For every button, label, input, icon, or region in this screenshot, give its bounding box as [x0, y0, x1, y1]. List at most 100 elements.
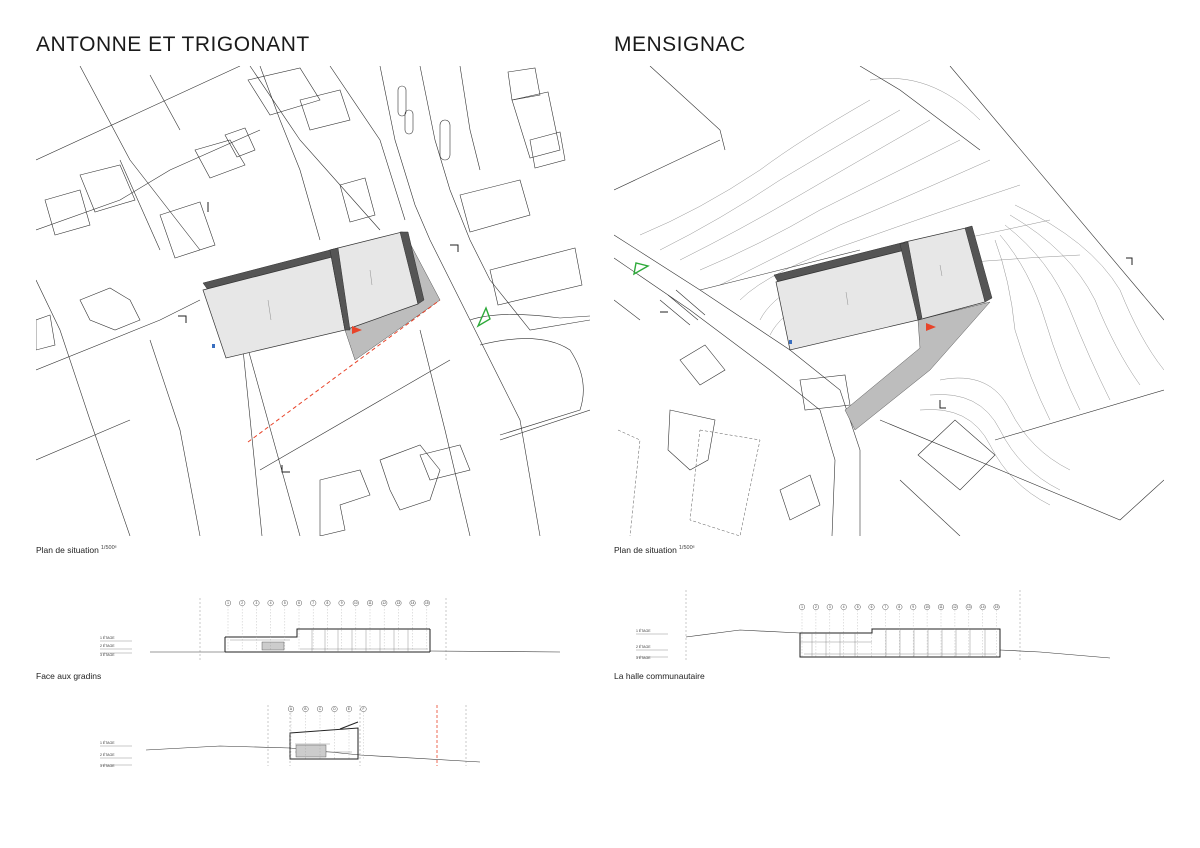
grid-right-label: 12: [953, 605, 957, 609]
grid-left-label: 8: [327, 601, 329, 605]
grid-left-label: 14: [411, 601, 415, 605]
svg-text:2 ÉTAGE: 2 ÉTAGE: [100, 643, 115, 648]
grid-section-label: B: [304, 707, 306, 711]
grid-left-marker: [381, 600, 388, 607]
grid-right-label: 11: [939, 605, 943, 609]
site-plan-antonne: [36, 66, 590, 536]
grid-left-marker: [352, 600, 359, 607]
grid-right-marker: [910, 604, 917, 611]
svg-text:1 ÉTAGE: 1 ÉTAGE: [100, 740, 115, 745]
caption-plan-left-text: Plan de situation: [36, 545, 99, 555]
grid-section-label: E: [348, 707, 350, 711]
grid-right-label: 5: [857, 605, 859, 609]
grid-left-marker: [253, 600, 260, 607]
grid-left-label: 6: [298, 601, 300, 605]
grid-section-marker: [346, 706, 353, 713]
svg-text:1 ÉTAGE: 1 ÉTAGE: [100, 635, 115, 640]
svg-text:3 ÉTAGE: 3 ÉTAGE: [636, 655, 651, 660]
grid-right-label: 14: [981, 605, 985, 609]
grid-right-label: 15: [995, 605, 999, 609]
grid-right-marker: [882, 604, 889, 611]
grid-section-label: D: [333, 707, 336, 711]
grid-left-marker: [338, 600, 345, 607]
grid-left-label: 7: [312, 601, 314, 605]
grid-right-label: 6: [871, 605, 873, 609]
north-arrow-icon: [476, 306, 491, 328]
grid-right-label: 4: [843, 605, 845, 609]
grid-left-label: 9: [341, 601, 343, 605]
grid-left-marker: [296, 600, 303, 607]
grid-right-marker: [951, 604, 958, 611]
grid-right-label: 10: [925, 605, 929, 609]
grid-right-label: 1: [801, 605, 803, 609]
caption-elevation-left: Face aux gradins: [36, 671, 102, 681]
title-antonne: ANTONNE ET TRIGONANT: [36, 33, 310, 56]
grid-right-marker: [924, 604, 931, 611]
title-mensignac: MENSIGNAC: [614, 33, 746, 56]
grid-left-label: 1: [227, 601, 229, 605]
grid-section-marker: [331, 706, 338, 713]
grid-section-label: C: [319, 707, 322, 711]
grid-right-label: 7: [885, 605, 887, 609]
grid-left-label: 5: [284, 601, 286, 605]
grid-left-marker: [239, 600, 246, 607]
grid-section-label: F: [363, 707, 365, 711]
grid-right-marker: [840, 604, 847, 611]
grid-section-marker: [302, 706, 309, 713]
grid-right-marker: [896, 604, 903, 611]
grid-right-marker: [938, 604, 945, 611]
grid-left-label: 2: [241, 601, 243, 605]
grid-left-marker: [324, 600, 331, 607]
grid-left-label: 4: [270, 601, 272, 605]
grid-right-marker: [979, 604, 986, 611]
main-hall-right: [775, 249, 919, 351]
grid-left-marker: [281, 600, 288, 607]
grid-section-marker: [360, 706, 367, 713]
svg-text:2 ÉTAGE: 2 ÉTAGE: [100, 752, 115, 757]
grid-left-marker: [395, 600, 402, 607]
site-plan-mensignac: [614, 66, 1164, 536]
grid-left-label: 15: [425, 601, 429, 605]
grid-section-label: A: [290, 707, 293, 711]
grid-left-label: 10: [354, 601, 358, 605]
section-left: 1 ÉTAGE 2 ÉTAGE 3 ÉTAGE A B C D E F: [100, 705, 481, 768]
north-arrow-icon-right: [633, 262, 650, 276]
grid-left-marker: [423, 600, 430, 607]
caption-plan-left-scale: 1/500ᵉ: [100, 545, 117, 551]
svg-text:3 ÉTAGE: 3 ÉTAGE: [100, 652, 115, 657]
grid-left-label: 11: [368, 601, 372, 605]
grid-right-marker: [854, 604, 861, 611]
caption-elevation-right: La halle communautaire: [614, 671, 705, 681]
grid-left-label: 12: [382, 601, 386, 605]
grid-left-label: 3: [256, 601, 258, 605]
grid-left-marker: [367, 600, 374, 607]
entry-arrow-icon: [352, 326, 362, 334]
grid-right-marker: [812, 604, 819, 611]
svg-text:1 ÉTAGE: 1 ÉTAGE: [636, 628, 651, 633]
caption-plan-right-text: Plan de situation: [614, 545, 677, 555]
grid-left-marker: [267, 600, 274, 607]
svg-text:3 ÉTAGE: 3 ÉTAGE: [100, 763, 115, 768]
grid-left-marker: [224, 600, 231, 607]
grid-right-label: 2: [815, 605, 817, 609]
grid-right-label: 8: [898, 605, 900, 609]
grid-right-marker: [965, 604, 972, 611]
grid-left-marker: [409, 600, 416, 607]
grid-left-label: 13: [397, 601, 401, 605]
grid-right-marker: [826, 604, 833, 611]
grid-right-label: 13: [967, 605, 971, 609]
grid-section-marker: [288, 706, 295, 713]
grid-right-label: 3: [829, 605, 831, 609]
property-limit-dashed: [247, 299, 441, 443]
grid-right-label: 9: [912, 605, 914, 609]
grid-left-marker: [310, 600, 317, 607]
grid-section-marker: [317, 706, 324, 713]
caption-plan-right-scale: 1/500ᵉ: [678, 545, 695, 551]
grid-right-marker: [868, 604, 875, 611]
